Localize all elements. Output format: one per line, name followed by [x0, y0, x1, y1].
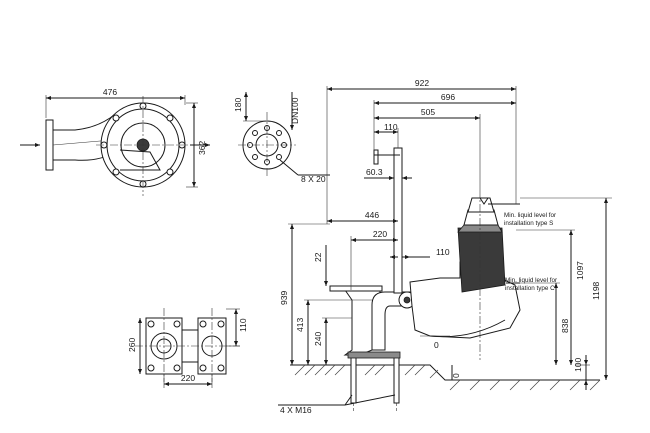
note-level-s-line2: installation type S — [504, 220, 553, 227]
dim-100: 100 — [573, 358, 583, 372]
dim-838: 838 — [560, 319, 570, 333]
bolt-circle — [100, 102, 186, 188]
dim-446: 446 — [365, 210, 379, 220]
anchor-bolt-right — [393, 354, 400, 404]
dim-zero-mark: 0 — [434, 340, 439, 350]
dim-939: 939 — [279, 291, 289, 305]
foundation-hatch — [294, 364, 601, 391]
flange-view: 180 DN100 8 X 20 — [233, 92, 330, 184]
dim-413: 413 — [295, 318, 305, 332]
dim-922: 922 — [415, 78, 429, 88]
dim-260: 260 — [127, 338, 137, 352]
dim-220-base: 220 — [181, 373, 195, 383]
note-level-c-line1: Min. liquid level for — [505, 277, 557, 284]
dim-dn100: DN100 — [290, 97, 300, 124]
rail-top-bracket — [373, 149, 379, 165]
note-level-s-line1: Min. liquid level for — [504, 212, 556, 219]
dim-1097: 1097 — [575, 261, 585, 280]
foundation-outline — [290, 364, 600, 381]
motor-housing — [457, 227, 506, 293]
cable-gland — [467, 197, 495, 213]
discharge-elbow — [371, 291, 411, 351]
dim-1198: 1198 — [591, 281, 601, 300]
note-level-c-line2: installation type C — [505, 285, 555, 292]
base-plan-view: 260 220 110 — [127, 308, 248, 388]
plan-view: 476 362 — [20, 87, 210, 196]
side-elevation: 922 696 505 110 60.3 446 220 110 22 939 — [278, 78, 612, 415]
inlet-flange — [45, 119, 54, 171]
dim-696: 696 — [441, 92, 455, 102]
dim-110-top: 110 — [384, 122, 398, 132]
dim-240: 240 — [313, 332, 323, 346]
dim-362: 362 — [197, 141, 207, 155]
pedestal-flange — [329, 285, 383, 292]
dim-110-base: 110 — [238, 318, 248, 332]
base-foot — [347, 351, 401, 359]
dim-476: 476 — [103, 87, 117, 97]
dim-zero-bottom: 0 — [451, 373, 461, 378]
dim-anchor-bolts: 4 X M16 — [280, 405, 312, 415]
dim-180: 180 — [233, 98, 243, 112]
dim-505: 505 — [421, 107, 435, 117]
dim-220-side: 220 — [373, 229, 387, 239]
dim-22: 22 — [313, 252, 323, 262]
dim-holes: 8 X 20 — [301, 174, 326, 184]
dim-60-3: 60.3 — [366, 167, 383, 177]
dim-110-side: 110 — [436, 247, 450, 257]
